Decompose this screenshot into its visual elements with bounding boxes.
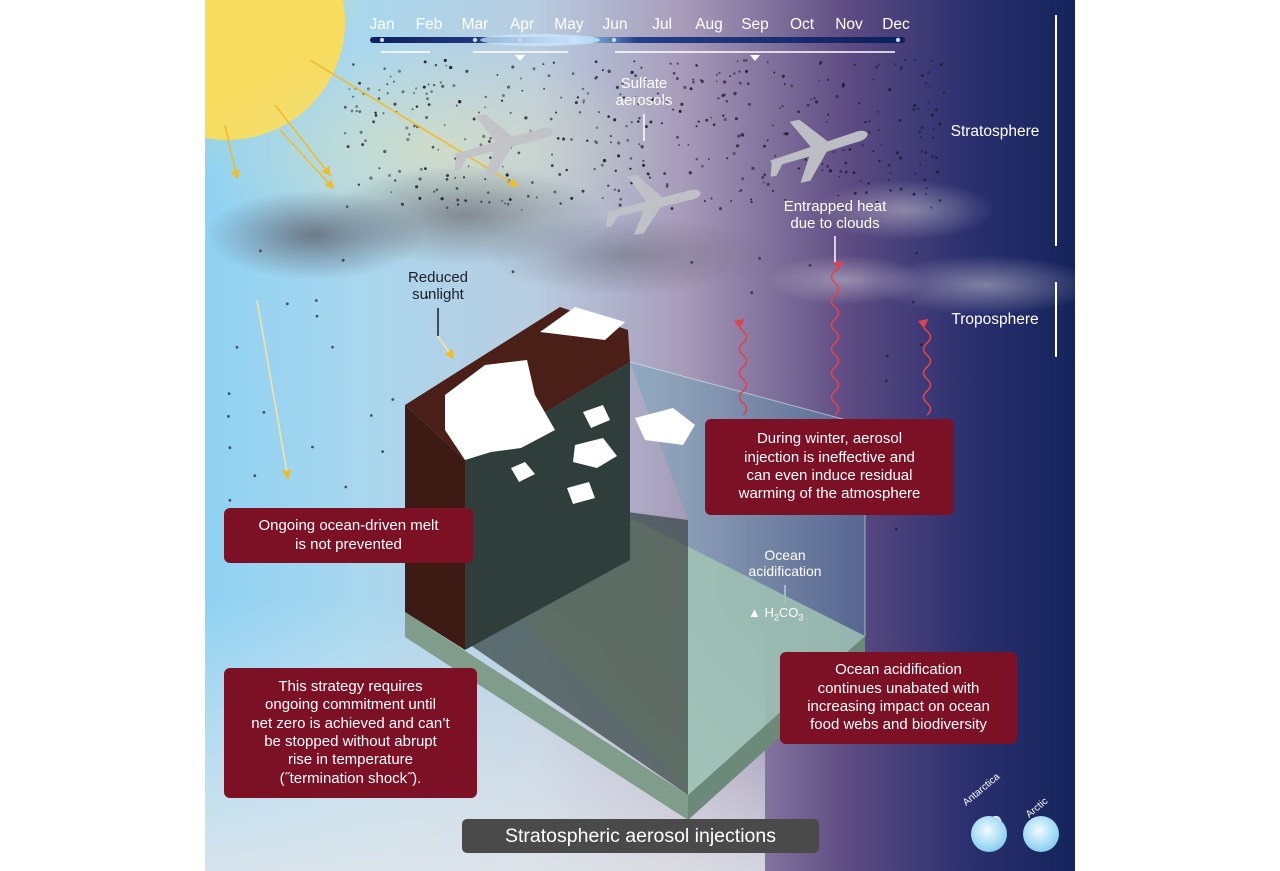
month-jun: Jun — [602, 16, 628, 33]
diagram-title: Stratospheric aerosol injections — [462, 819, 819, 853]
sea-ice — [511, 405, 695, 504]
month-sep: Sep — [741, 16, 769, 33]
month-may: May — [554, 16, 584, 33]
month-apr: Apr — [509, 16, 535, 33]
commitment-text: This strategy requires ongoing commitmen… — [251, 678, 450, 787]
month-feb: Feb — [415, 16, 443, 33]
sulfate-aerosols-label: Sulfate aerosols — [615, 75, 673, 110]
winter-text: During winter, aerosol injection is inef… — [738, 430, 921, 503]
h2co3-sub2: 2 — [773, 612, 779, 623]
airplane-icon — [605, 174, 701, 235]
month-dec: Dec — [882, 16, 910, 33]
month-oct: Oct — [789, 16, 815, 33]
acidification-box: Ocean acidification continues unabated w… — [780, 652, 1017, 744]
commitment-box: This strategy requires ongoing commitmen… — [224, 668, 477, 798]
snow-cover — [445, 360, 555, 460]
diagram-panel: Jan Feb Mar Apr May Jun Jul Aug Sep Oct … — [205, 0, 1075, 871]
winter-box: During winter, aerosol injection is inef… — [705, 419, 954, 515]
month-nov: Nov — [835, 16, 863, 33]
h2co3-sub3: 3 — [798, 612, 804, 623]
month-aug: Aug — [695, 16, 723, 33]
ocean-melt-box: Ongoing ocean-driven melt is not prevent… — [224, 508, 473, 563]
airplane-icon — [453, 114, 554, 178]
entrapped-heat-label: Entrapped heat due to clouds — [783, 198, 887, 233]
h2co3-h: H — [764, 605, 774, 620]
month-timeline — [370, 37, 905, 43]
airplane-icon — [769, 119, 868, 183]
reduced-sunlight-label: Reduced sunlight — [407, 269, 469, 304]
h2co3-label: ▲ H2CO3 — [748, 605, 803, 623]
ocean-melt-text: Ongoing ocean-driven melt is not prevent… — [258, 517, 439, 553]
month-mar: Mar — [461, 16, 489, 33]
ocean-acidification-label: Ocean acidification — [748, 547, 822, 580]
antarctica-globe-icon — [971, 816, 1007, 852]
aerosol-particles — [227, 58, 946, 556]
seafloor-front — [405, 612, 688, 820]
acidification-text: Ocean acidification continues unabated w… — [807, 661, 990, 734]
arctic-globe-icon — [1023, 816, 1059, 852]
triangle-icon: ▲ — [748, 605, 761, 620]
month-jul: Jul — [652, 16, 672, 33]
h2co3-co: CO — [778, 605, 799, 620]
stratosphere-label: Stratosphere — [950, 123, 1040, 140]
month-jan: Jan — [369, 16, 395, 33]
troposphere-label: Troposphere — [951, 311, 1039, 328]
